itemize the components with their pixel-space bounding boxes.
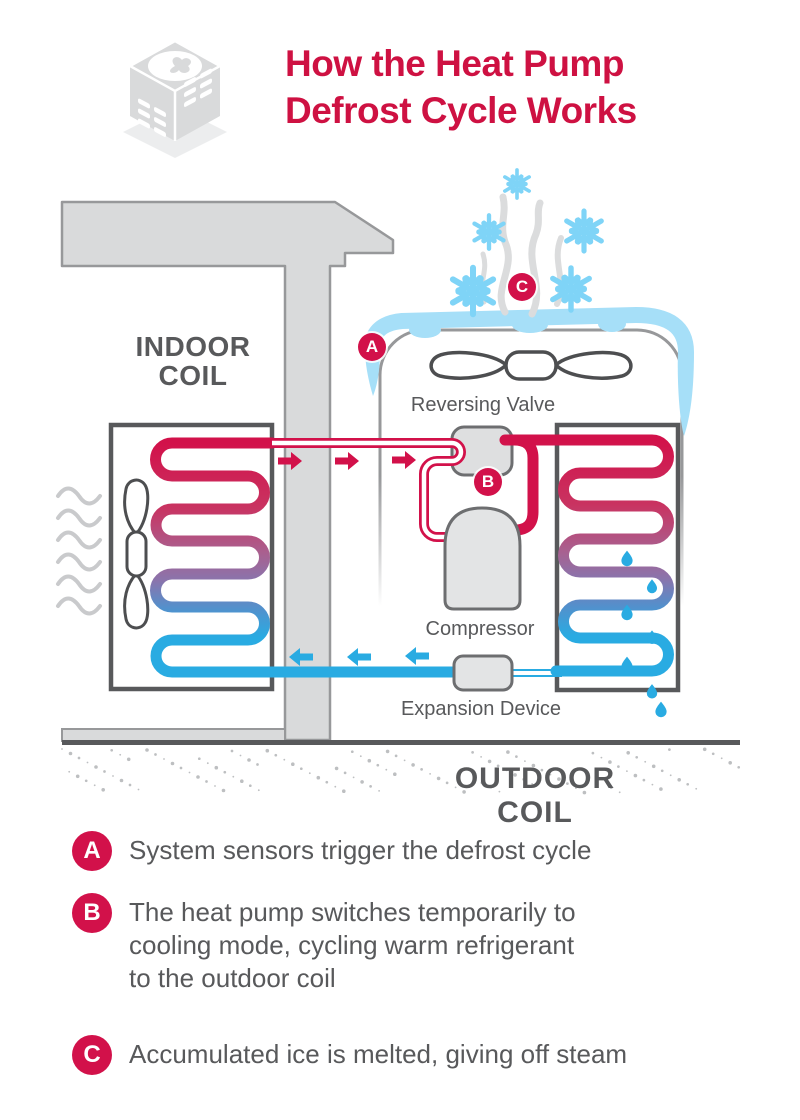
legend-marker-b: B	[72, 893, 112, 933]
compressor-discharge-pipe	[503, 434, 539, 536]
marker-a-badge: A	[358, 333, 386, 361]
house-structure	[60, 200, 395, 742]
title-line-1: How the Heat Pump	[285, 43, 624, 84]
legend-marker-a: A	[72, 831, 112, 871]
airflow-waves-icon	[56, 486, 102, 616]
reversing-valve-label: Reversing Valve	[410, 394, 556, 416]
legend-text-b: The heat pump switches temporarily to co…	[129, 897, 576, 993]
legend-item-c: C Accumulated ice is melted, giving off …	[72, 1035, 627, 1075]
legend-text-c: Accumulated ice is melted, giving off st…	[129, 1039, 628, 1069]
indoor-coil-pipe	[150, 437, 278, 678]
expansion-device	[452, 654, 514, 692]
marker-c-badge: C	[508, 273, 536, 301]
suction-line-insulated	[272, 438, 466, 542]
heat-pump-unit-icon	[123, 39, 227, 158]
indoor-fan-icon	[123, 478, 150, 630]
title-line-2: Defrost Cycle Works	[285, 90, 637, 131]
legend-item-b: B The heat pump switches temporarily to …	[72, 893, 576, 995]
indoor-coil-label: INDOOR COIL	[135, 331, 251, 391]
outdoor-coil-pipe	[499, 434, 674, 677]
legend-marker-c: C	[72, 1035, 112, 1075]
legend-item-a: A System sensors trigger the defrost cyc…	[72, 831, 591, 871]
outdoor-coil-label: OUTDOOR COIL	[454, 762, 616, 829]
marker-b-badge: B	[474, 468, 502, 496]
ground	[61, 740, 741, 795]
page-title: How the Heat Pump Defrost Cycle Works	[285, 40, 637, 134]
outdoor-fan-icon	[429, 350, 633, 381]
compressor-label: Compressor	[425, 618, 535, 640]
legend-text-a: System sensors trigger the defrost cycle	[129, 835, 592, 865]
expansion-device-label: Expansion Device	[400, 698, 562, 720]
compressor	[443, 506, 522, 611]
